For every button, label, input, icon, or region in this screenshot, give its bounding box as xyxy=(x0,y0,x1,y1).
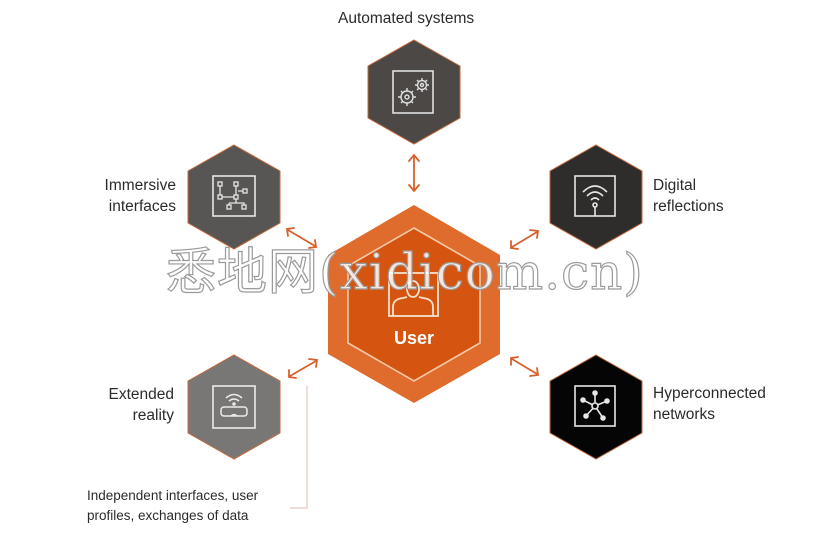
icon-frame xyxy=(212,385,256,429)
label-line: Automated systems xyxy=(338,10,475,27)
label-line: networks xyxy=(653,406,716,423)
gears-icon xyxy=(398,78,429,106)
label-digital-reflections: Digital reflections xyxy=(653,175,724,217)
note-bracket xyxy=(290,386,308,509)
label-extended-reality: Extended reality xyxy=(96,384,175,426)
label-line: reflections xyxy=(653,198,724,215)
node-extended-reality xyxy=(187,354,281,460)
wifi-signal-icon xyxy=(582,185,608,216)
center-label: User xyxy=(394,328,434,348)
icon-frame xyxy=(574,385,616,427)
double-arrow-icon xyxy=(510,356,540,377)
network-hub-icon xyxy=(580,390,610,421)
label-line: Hyperconnected xyxy=(653,385,766,402)
double-arrow-icon xyxy=(288,358,319,379)
double-arrow-icon xyxy=(510,229,540,250)
note-text: Independent interfaces, user profiles, e… xyxy=(87,486,258,526)
center-node-user: User xyxy=(328,205,500,403)
double-arrow-icon xyxy=(285,227,318,249)
label-hyperconnected-networks: Hyperconnected networks xyxy=(653,383,766,425)
label-line: Digital xyxy=(653,177,697,194)
vr-headset-icon xyxy=(220,393,248,417)
label-line: reality xyxy=(132,407,174,424)
flowchart-icon xyxy=(217,181,248,210)
icon-frame xyxy=(212,175,256,217)
label-immersive-interfaces: Immersive interfaces xyxy=(96,175,176,217)
node-immersive-interfaces xyxy=(187,144,281,250)
center-hexagon-inner xyxy=(347,227,481,382)
node-digital-reflections xyxy=(549,144,643,250)
label-line: Extended xyxy=(108,386,175,403)
label-line: Immersive xyxy=(104,177,176,194)
hexagon-automated-systems xyxy=(367,39,461,145)
user-portrait-icon xyxy=(388,272,439,317)
note-line: profiles, exchanges of data xyxy=(87,508,249,523)
label-automated-systems: Automated systems xyxy=(338,8,474,29)
node-hyperconnected-networks xyxy=(549,354,643,460)
double-arrow-icon xyxy=(408,153,420,193)
node-automated-systems xyxy=(367,39,461,145)
label-line: interfaces xyxy=(108,198,176,215)
icon-frame xyxy=(392,70,434,114)
hexagon-digital-reflections xyxy=(549,144,643,250)
connectors xyxy=(285,153,540,379)
note-line: Independent interfaces, user xyxy=(87,488,259,503)
